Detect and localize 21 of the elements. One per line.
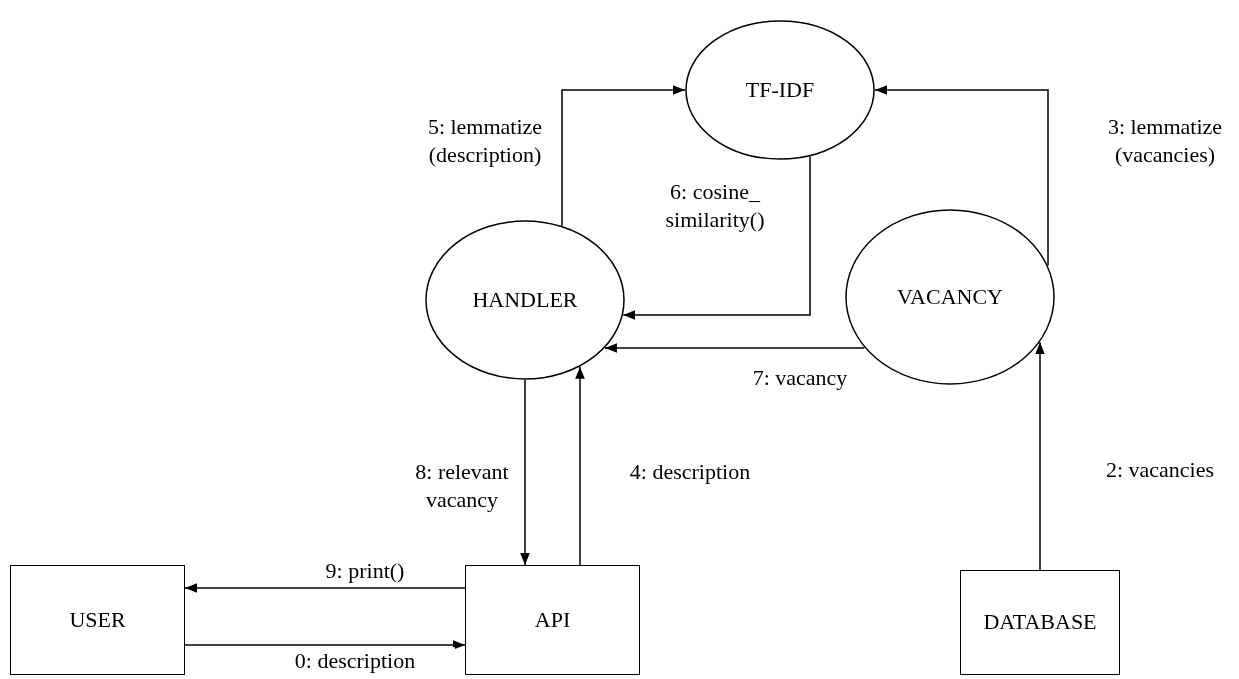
process-ellipse xyxy=(425,220,625,380)
node-label: TF-IDF xyxy=(745,75,815,104)
arrow xyxy=(575,366,585,566)
arrow xyxy=(561,85,686,227)
node-label: HANDLER xyxy=(472,285,578,314)
arrow xyxy=(520,379,530,566)
node-label: VACANCY xyxy=(897,282,1003,311)
entity-box xyxy=(465,565,640,675)
arrow xyxy=(1035,341,1045,571)
arrow xyxy=(184,583,466,593)
entity-box xyxy=(960,570,1120,675)
entity-box xyxy=(10,565,185,675)
arrow xyxy=(874,85,1049,267)
arrow xyxy=(184,640,466,650)
process-ellipse xyxy=(685,20,875,160)
node-label: DATABASE xyxy=(983,608,1097,637)
process-ellipse xyxy=(845,209,1055,385)
node-label: USER xyxy=(69,605,126,634)
arrow xyxy=(604,343,866,353)
node-label: API xyxy=(534,605,571,634)
arrow xyxy=(622,155,811,320)
